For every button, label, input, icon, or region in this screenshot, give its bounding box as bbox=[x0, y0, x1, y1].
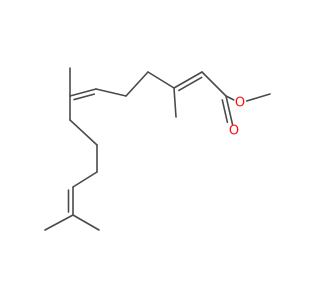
ester-oxygen-label: O bbox=[235, 96, 245, 111]
bond-c5-c6 bbox=[95, 88, 127, 97]
structure-drawing: O O bbox=[44, 67, 271, 231]
bond-c6-c7-double-inner bbox=[73, 93, 96, 101]
bond-c12-methyl-b bbox=[72, 214, 100, 231]
bond-c2-c3-double bbox=[173, 71, 203, 89]
bond-c12-methyl-a bbox=[44, 214, 74, 231]
bond-c3-c4 bbox=[147, 71, 175, 89]
bond-c3-methyl bbox=[173, 87, 177, 118]
bond-c2-c3-double-inner bbox=[178, 76, 203, 92]
bond-carbonyl-double-inner bbox=[221, 99, 229, 124]
bond-oxygen-carbonyl-carbon bbox=[225, 95, 235, 101]
carbonyl-oxygen-label: O bbox=[229, 124, 239, 139]
bond-layer bbox=[44, 67, 271, 231]
bond-c1-c2 bbox=[201, 71, 227, 97]
bond-c4-c5 bbox=[125, 71, 149, 97]
bond-methyl-oxygen bbox=[245, 93, 271, 102]
bond-carbonyl-double bbox=[225, 95, 234, 125]
molecule-canvas: O O bbox=[44, 67, 271, 231]
bond-c8-c9 bbox=[69, 119, 98, 146]
bond-c6-c7-double bbox=[69, 88, 97, 97]
bond-c10-c11 bbox=[72, 171, 98, 188]
